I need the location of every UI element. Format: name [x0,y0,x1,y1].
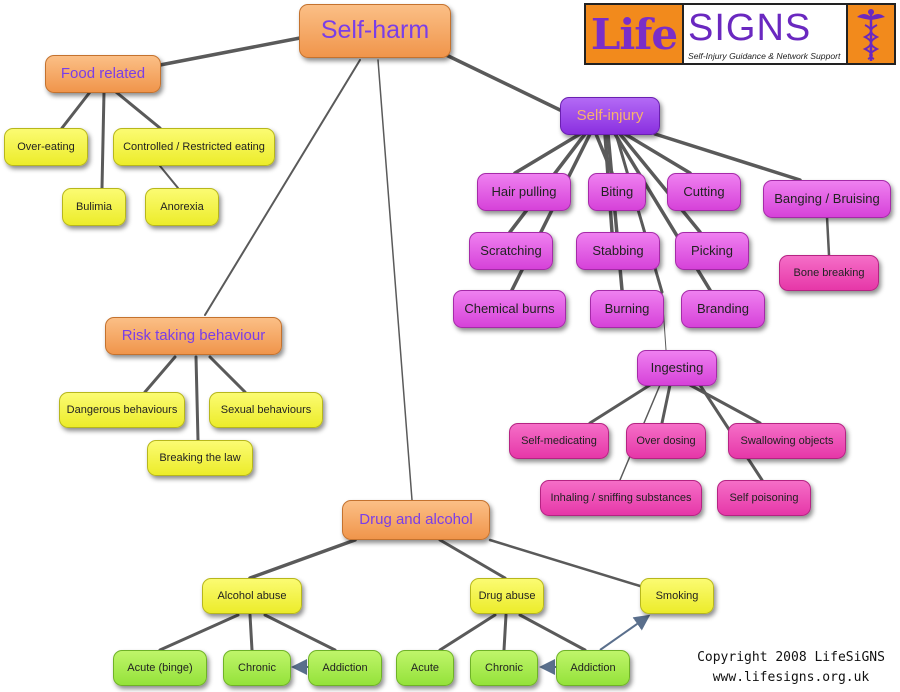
node-picking: Picking [675,232,749,270]
caduceus-icon [848,3,896,65]
node-swallowing-objects: Swallowing objects [728,423,846,459]
connector [263,613,337,652]
connector [688,383,762,425]
node-anorexia: Anorexia [145,188,219,226]
logo-signs-block: SIGNS Self-Injury Guidance & Network Sup… [684,3,848,65]
lifesigns-logo: Life SIGNS Self-Injury Guidance & Networ… [584,3,896,65]
node-stabbing: Stabbing [576,232,660,270]
copyright-block: Copyright 2008 LifeSiGNS www.lifesigns.o… [686,648,896,688]
logo-signs-text: SIGNS [688,7,812,49]
node-ingesting: Ingesting [637,350,717,386]
node-burning: Burning [590,290,664,328]
node-scratching: Scratching [469,232,553,270]
logo-life-block: Life [584,3,684,65]
node-self-harm: Self-harm [299,4,451,58]
arrow-connector [599,614,651,651]
connector [377,59,413,501]
node-self-injury: Self-injury [560,97,660,135]
connector [143,355,177,394]
connector [488,538,642,588]
node-alcohol-abuse: Alcohol abuse [202,578,302,614]
connector [518,613,587,652]
node-inhaling-sniffing: Inhaling / sniffing substances [540,480,702,516]
node-bone-breaking: Bone breaking [779,255,879,291]
connector [660,383,672,425]
connector [100,90,106,190]
connector [158,613,240,652]
node-acute-drug: Acute [396,650,454,686]
copyright-text: Copyright 2008 LifeSiGNS [697,650,885,665]
node-self-medicating: Self-medicating [509,423,609,459]
connector [502,613,508,652]
logo-tagline: Self-Injury Guidance & Network Support [688,51,841,61]
node-addiction-drug: Addiction [556,650,630,686]
node-cutting: Cutting [667,173,741,211]
connector [438,538,507,580]
node-over-eating: Over-eating [4,128,88,166]
node-sexual-behaviours: Sexual behaviours [209,392,323,428]
connector [248,538,357,580]
connector [653,132,802,182]
node-addiction-alcohol: Addiction [308,650,382,686]
node-drug-and-alcohol: Drug and alcohol [342,500,490,540]
node-food-related: Food related [45,55,161,93]
node-hair-pulling: Hair pulling [477,173,571,211]
node-banging-bruising: Banging / Bruising [763,180,891,218]
connector [438,613,497,652]
connector [618,132,702,234]
connector [438,50,562,112]
connector [60,90,92,130]
node-risk-taking: Risk taking behaviour [105,317,282,355]
node-chronic-alcohol: Chronic [223,650,291,686]
node-branding: Branding [681,290,765,328]
node-dangerous-behaviours: Dangerous behaviours [59,392,185,428]
connector [194,355,200,442]
node-drug-abuse: Drug abuse [470,578,544,614]
node-smoking: Smoking [640,578,714,614]
website-url: www.lifesigns.org.uk [712,670,870,685]
connector [208,355,247,394]
connector [825,215,831,257]
connector [513,132,582,175]
node-breaking-the-law: Breaking the law [147,440,253,476]
node-chemical-burns: Chemical burns [453,290,566,328]
connector [204,59,361,316]
connector [588,383,652,425]
node-bulimia: Bulimia [62,188,126,226]
connector [623,132,692,175]
node-biting: Biting [588,173,646,211]
connector [159,165,179,189]
connector [158,36,302,67]
node-chronic-drug: Chronic [470,650,538,686]
node-over-dosing: Over dosing [626,423,706,459]
node-self-poisoning: Self poisoning [717,480,811,516]
connector [248,613,254,652]
connector [114,90,162,130]
node-controlled-eating: Controlled / Restricted eating [113,128,275,166]
logo-life-text: Life [590,9,678,59]
node-acute-binge: Acute (binge) [113,650,207,686]
